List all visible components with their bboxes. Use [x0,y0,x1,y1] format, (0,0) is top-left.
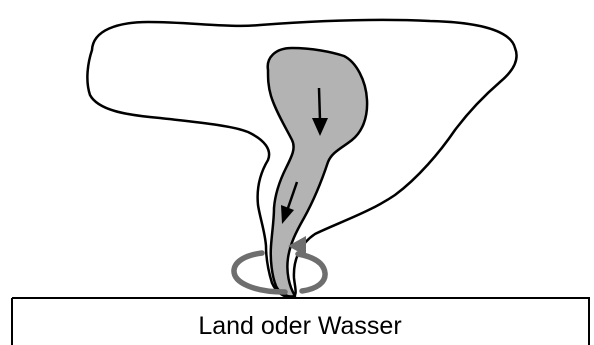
ground-label: Land oder Wasser [198,312,401,340]
